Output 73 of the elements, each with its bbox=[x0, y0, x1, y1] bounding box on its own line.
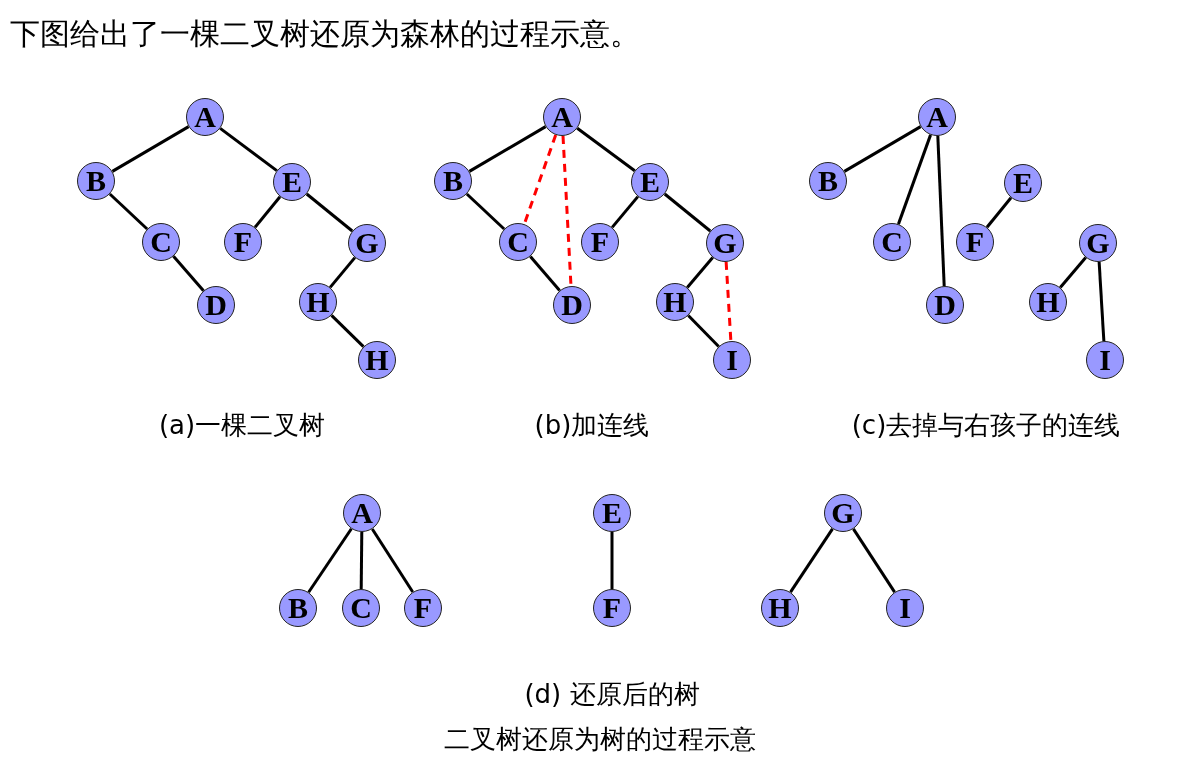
connector-line bbox=[686, 256, 714, 289]
connector-line bbox=[330, 314, 365, 348]
heading: 下图给出了一棵二叉树还原为森林的过程示意。 bbox=[10, 15, 640, 53]
tree-node: B bbox=[279, 589, 317, 627]
connector-line bbox=[1059, 256, 1087, 289]
connector-line bbox=[843, 125, 922, 173]
tree-node: A bbox=[186, 98, 224, 136]
connector-line bbox=[111, 125, 190, 173]
connector-line bbox=[687, 314, 720, 348]
connector-line bbox=[371, 528, 414, 593]
connector-line bbox=[172, 255, 205, 292]
tree-node: F bbox=[593, 589, 631, 627]
dashed-connector-line bbox=[522, 134, 558, 225]
tree-node: G bbox=[706, 224, 744, 262]
caption: (d) 还原后的树 bbox=[524, 678, 700, 711]
tree-node: I bbox=[713, 341, 751, 379]
tree-node: F bbox=[956, 223, 994, 261]
tree-node: C bbox=[142, 223, 180, 261]
tree-node: H bbox=[761, 589, 799, 627]
tree-node: B bbox=[434, 162, 472, 200]
connector-line bbox=[985, 196, 1013, 229]
dashed-connector-line bbox=[561, 135, 573, 287]
connector-line bbox=[307, 527, 353, 594]
connector-line bbox=[576, 127, 636, 172]
tree-node: E bbox=[631, 163, 669, 201]
connector-line bbox=[529, 255, 561, 292]
connector-line bbox=[305, 192, 354, 233]
tree-node: C bbox=[873, 223, 911, 261]
tree-node: B bbox=[77, 162, 115, 200]
tree-node: C bbox=[342, 589, 380, 627]
caption: 二叉树还原为树的过程示意 bbox=[444, 723, 756, 756]
tree-node: E bbox=[593, 494, 631, 532]
connector-line bbox=[852, 528, 896, 593]
tree-node: H bbox=[358, 341, 396, 379]
tree-node: H bbox=[1029, 283, 1067, 321]
tree-node: I bbox=[886, 589, 924, 627]
tree-node: G bbox=[348, 224, 386, 262]
tree-node: F bbox=[581, 223, 619, 261]
tree-node: F bbox=[404, 589, 442, 627]
tree-node: F bbox=[224, 223, 262, 261]
tree-node: C bbox=[499, 223, 537, 261]
tree-node: G bbox=[1079, 224, 1117, 262]
connector-line bbox=[468, 125, 547, 173]
tree-node: G bbox=[824, 494, 862, 532]
tree-node: E bbox=[273, 163, 311, 201]
connector-line bbox=[611, 195, 639, 229]
connector-line bbox=[465, 192, 506, 231]
connector-line bbox=[253, 195, 282, 229]
connector-line bbox=[1097, 261, 1106, 342]
connector-line bbox=[789, 528, 834, 593]
connector-line bbox=[936, 135, 946, 287]
tree-node: H bbox=[656, 283, 694, 321]
caption: (b)加连线 bbox=[534, 409, 650, 442]
tree-node: A bbox=[543, 98, 581, 136]
tree-node: A bbox=[343, 494, 381, 532]
caption: (c)去掉与右孩子的连线 bbox=[851, 409, 1121, 442]
tree-node: H bbox=[299, 283, 337, 321]
tree-node: D bbox=[197, 286, 235, 324]
caption: (a)一棵二叉树 bbox=[158, 409, 326, 442]
tree-node: B bbox=[809, 162, 847, 200]
connector-line bbox=[359, 532, 364, 589]
connector-line bbox=[329, 256, 356, 289]
connector-line bbox=[219, 127, 278, 172]
tree-node: E bbox=[1004, 164, 1042, 202]
connector-line bbox=[897, 134, 932, 225]
dashed-connector-line bbox=[724, 261, 733, 342]
connector-line bbox=[663, 192, 712, 233]
tree-node: I bbox=[1086, 341, 1124, 379]
tree-node: A bbox=[918, 98, 956, 136]
connector-line bbox=[108, 192, 149, 231]
tree-node: D bbox=[553, 286, 591, 324]
connector-line bbox=[610, 532, 614, 589]
tree-node: D bbox=[926, 286, 964, 324]
